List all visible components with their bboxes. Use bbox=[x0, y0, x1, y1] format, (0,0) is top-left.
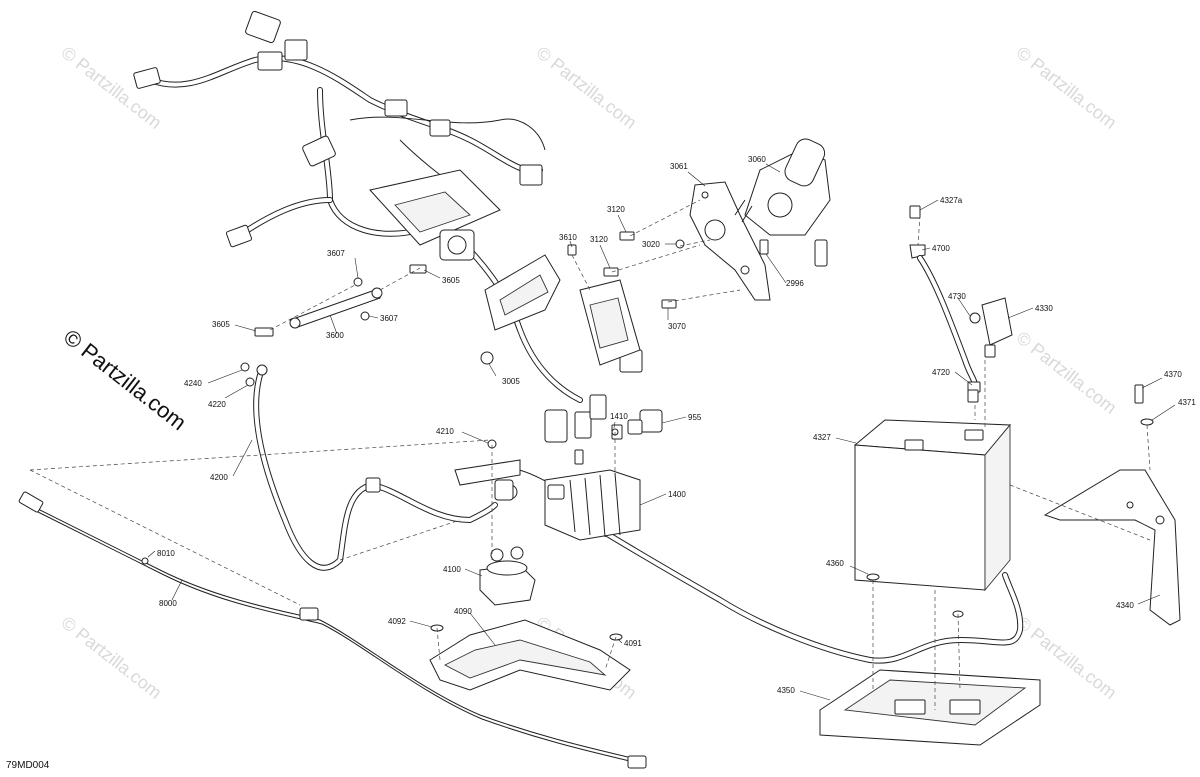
callout-label: 4730 bbox=[948, 292, 966, 301]
callout-label: 4371 bbox=[1178, 398, 1196, 407]
callout-label: 4100 bbox=[443, 565, 461, 574]
watermark-bold: © Partzilla.com bbox=[59, 324, 191, 435]
ground-strap bbox=[289, 287, 383, 329]
fasteners bbox=[240, 205, 1154, 641]
actuator-bracket-plate bbox=[689, 181, 771, 301]
voltage-regulator bbox=[494, 469, 641, 541]
callout-label: 4360 bbox=[826, 559, 844, 568]
callout-label: 3600 bbox=[326, 331, 344, 340]
terminal-cover bbox=[981, 297, 1013, 346]
callout-label: 4240 bbox=[184, 379, 202, 388]
battery-harness bbox=[454, 459, 1024, 664]
callout-label: 3120 bbox=[590, 235, 608, 244]
callout-label: 4210 bbox=[436, 427, 454, 436]
callout-label: 4370 bbox=[1164, 370, 1182, 379]
main-wire-harness bbox=[133, 10, 643, 443]
starter-solenoid bbox=[479, 546, 536, 606]
callout-label: 3120 bbox=[607, 205, 625, 214]
callout-label: 2996 bbox=[786, 279, 804, 288]
callout-label: 3061 bbox=[670, 162, 688, 171]
watermark-layer: © Partzilla.com © Partzilla.com © Partzi… bbox=[58, 42, 1121, 702]
callout-label: 3607 bbox=[327, 249, 345, 258]
callout-label: 4092 bbox=[388, 617, 406, 626]
callout-label: 3607 bbox=[380, 314, 398, 323]
watermark: © Partzilla.com bbox=[1013, 327, 1121, 417]
callout-label: 4340 bbox=[1116, 601, 1134, 610]
callout-label: 3605 bbox=[442, 276, 460, 285]
callout-label: 1400 bbox=[668, 490, 686, 499]
leader-lines bbox=[147, 163, 1176, 701]
assembly-lines bbox=[29, 199, 1151, 710]
callout-label: 3610 bbox=[559, 233, 577, 242]
callout-label: 4700 bbox=[932, 244, 950, 253]
callout-label: 3070 bbox=[668, 322, 686, 331]
callout-label: 4330 bbox=[1035, 304, 1053, 313]
callout-label: 3605 bbox=[212, 320, 230, 329]
callout-label: 8000 bbox=[159, 599, 177, 608]
solenoid-bracket bbox=[429, 619, 631, 691]
callout-label: 4327a bbox=[940, 196, 963, 205]
positive-cable bbox=[253, 364, 498, 571]
callout-label: 4200 bbox=[210, 473, 228, 482]
battery bbox=[853, 419, 1012, 592]
battery-tray bbox=[819, 669, 1041, 746]
callout-label: 4720 bbox=[932, 368, 950, 377]
watermark: © Partzilla.com bbox=[533, 42, 641, 132]
battery-hold-bracket bbox=[1043, 469, 1181, 626]
callout-label: 3020 bbox=[642, 240, 660, 249]
watermark: © Partzilla.com bbox=[58, 612, 166, 702]
callout-label: 4327 bbox=[813, 433, 831, 442]
callout-label: 1410 bbox=[610, 412, 628, 421]
actuator-motor bbox=[734, 138, 831, 267]
callout-label: 3005 bbox=[502, 377, 520, 386]
watermark: © Partzilla.com bbox=[1013, 42, 1121, 132]
callout-label: 8010 bbox=[157, 549, 175, 558]
watermark: © Partzilla.com bbox=[58, 42, 166, 132]
callout-label: 4091 bbox=[624, 639, 642, 648]
callout-label: 4220 bbox=[208, 400, 226, 409]
callout-label: 4350 bbox=[777, 686, 795, 695]
small-connectors bbox=[574, 409, 663, 465]
callout-labels: 3607 3605 3605 3607 3600 3610 3120 3120 … bbox=[157, 155, 1196, 695]
drawing-code: 79MD004 bbox=[6, 760, 50, 771]
callout-label: 955 bbox=[688, 413, 702, 422]
accessory-wire bbox=[18, 491, 647, 769]
callout-label: 3060 bbox=[748, 155, 766, 164]
callout-label: 4090 bbox=[454, 607, 472, 616]
